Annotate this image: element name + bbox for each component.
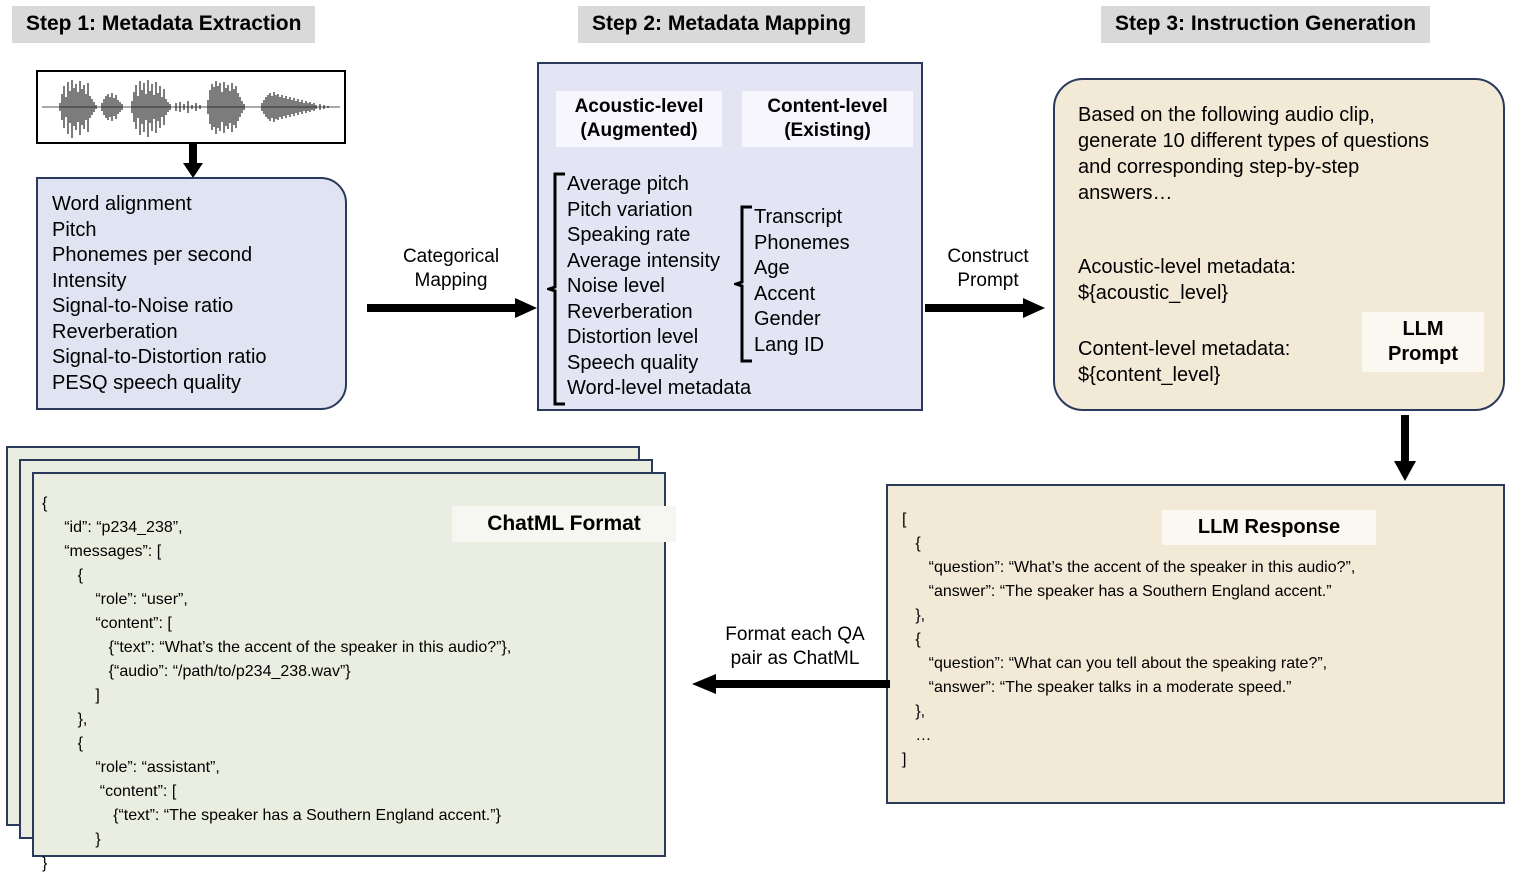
content-level-title: Content-level (Existing)	[742, 91, 913, 147]
acoustic-bracket-icon	[547, 172, 565, 406]
audio-waveform-box	[36, 70, 346, 144]
chatml-body: { “id”: “p234_238”, “messages”: [ { “rol…	[42, 495, 512, 872]
prompt-content-text: Content-level metadata: ${content_level}	[1078, 338, 1291, 386]
extracted-metadata-box: Word alignment Pitch Phonemes per second…	[36, 177, 347, 410]
content-bracket-icon	[734, 205, 752, 363]
prompt-acoustic-text: Acoustic-level metadata: ${acoustic_leve…	[1078, 256, 1296, 304]
chatml-format-tag: ChatML Format	[452, 506, 676, 542]
llm-response-body: [ { “question”: “What’s the accent of th…	[902, 511, 1356, 768]
arrow-construct-prompt	[925, 298, 1045, 318]
categorical-mapping-label: Categorical Mapping	[402, 246, 500, 291]
metadata-mapping-box: Acoustic-level (Augmented) Content-level…	[537, 62, 923, 411]
llm-prompt-box: Based on the following audio clip, gener…	[1053, 78, 1505, 411]
step-1-header: Step 1: Metadata Extraction	[12, 6, 316, 43]
step-3-header: Step 3: Instruction Generation	[1101, 6, 1431, 43]
audio-waveform-icon	[42, 80, 340, 138]
format-chatml-label: Format each QA pair as ChatML	[725, 624, 865, 669]
llm-prompt-tag: LLM Prompt	[1362, 312, 1484, 372]
step-2-header: Step 2: Metadata Mapping	[578, 6, 866, 43]
arrow-waveform-to-metadata	[183, 143, 203, 178]
construct-prompt-label: Construct Prompt	[947, 246, 1029, 291]
content-level-list: Transcript Phonemes Age Accent Gender La…	[754, 206, 850, 356]
arrow-categorical-mapping	[367, 298, 537, 318]
acoustic-level-title: Acoustic-level (Augmented)	[556, 91, 722, 147]
extracted-metadata-list: Word alignment Pitch Phonemes per second…	[52, 193, 267, 394]
chatml-format-box: { “id”: “p234_238”, “messages”: [ { “rol…	[32, 472, 676, 872]
llm-response-tag: LLM Response	[1162, 510, 1376, 545]
arrow-format-chatml	[692, 674, 890, 694]
prompt-intro-text: Based on the following audio clip, gener…	[1078, 104, 1429, 204]
arrow-prompt-to-response	[1394, 415, 1416, 481]
llm-response-box: [ { “question”: “What’s the accent of th…	[886, 484, 1505, 804]
acoustic-level-list: Average pitch Pitch variation Speaking r…	[567, 173, 752, 399]
